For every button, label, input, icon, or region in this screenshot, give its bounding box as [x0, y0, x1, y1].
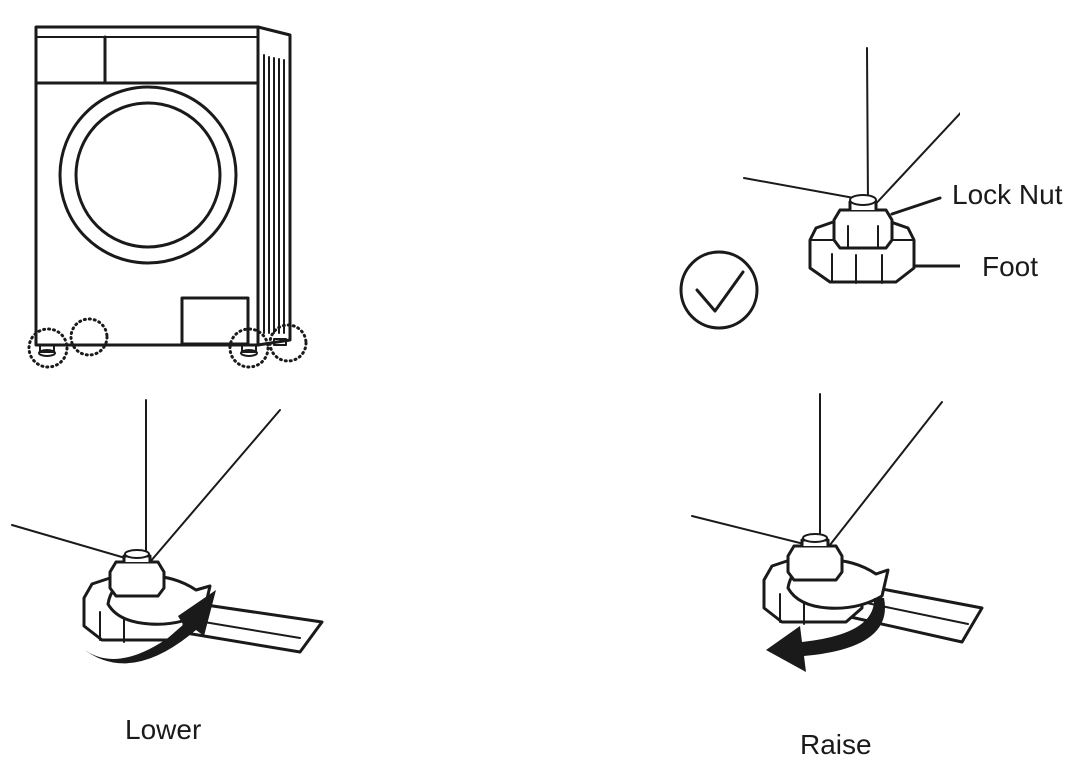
front-right-foot-highlight: [228, 327, 270, 369]
clockwise-arrow-icon: [82, 590, 216, 664]
washing-machine-panel: [20, 15, 320, 375]
rear-right-foot-highlight: [268, 323, 308, 363]
lower-adjustment-panel: [0, 390, 340, 690]
lower-label: Lower: [125, 714, 202, 745]
rear-left-foot-highlight: [69, 317, 109, 357]
foot-detail-panel: [660, 40, 960, 350]
checkmark-circle-icon: [679, 250, 759, 330]
washing-machine-icon: [27, 25, 308, 369]
feet: [38, 338, 287, 357]
front-left-foot-highlight: [27, 327, 69, 369]
lock-nut-shape: [832, 194, 894, 250]
foot-label: Foot: [982, 251, 1039, 282]
raise-adjustment-panel: [680, 380, 1080, 700]
raise-label: Raise: [800, 729, 872, 760]
lock-nut-label: Lock Nut: [952, 179, 1063, 210]
counterclockwise-arrow-icon: [766, 598, 885, 672]
